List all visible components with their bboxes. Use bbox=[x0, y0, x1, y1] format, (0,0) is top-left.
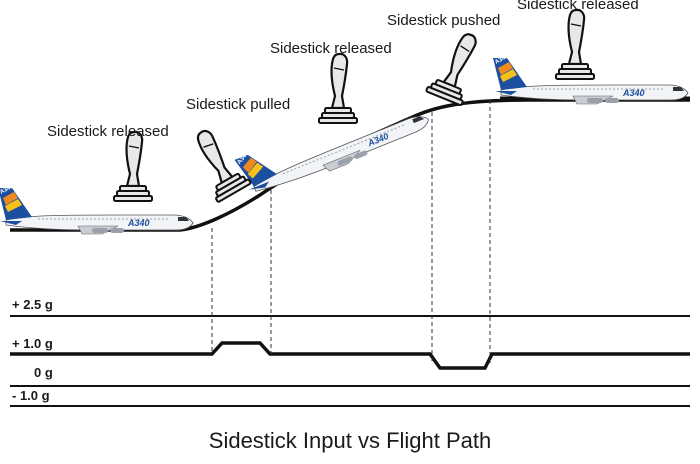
sidestick-icon bbox=[112, 130, 154, 203]
stick-label-pulled: Sidestick pulled bbox=[186, 96, 290, 113]
g-label-0: 0 g bbox=[34, 365, 53, 380]
stick-label-pushed: Sidestick pushed bbox=[387, 12, 500, 29]
g-label-plus-1-0: + 1.0 g bbox=[12, 336, 53, 351]
load-factor-trace bbox=[10, 341, 690, 370]
sidestick-icon bbox=[424, 26, 489, 107]
sidestick-icon bbox=[317, 52, 359, 125]
stick-label-released-3: Sidestick released bbox=[517, 0, 639, 13]
aircraft-level-start bbox=[0, 182, 194, 235]
diagram-title: Sidestick Input vs Flight Path bbox=[209, 428, 491, 453]
stick-label-released-1: Sidestick released bbox=[47, 123, 169, 140]
sidestick-icon bbox=[554, 8, 596, 81]
phase-guides bbox=[211, 100, 491, 364]
stick-label-released-2: Sidestick released bbox=[270, 40, 392, 57]
g-label-minus-1-0: - 1.0 g bbox=[12, 388, 50, 403]
g-label-plus-2-5: + 2.5 g bbox=[12, 297, 53, 312]
